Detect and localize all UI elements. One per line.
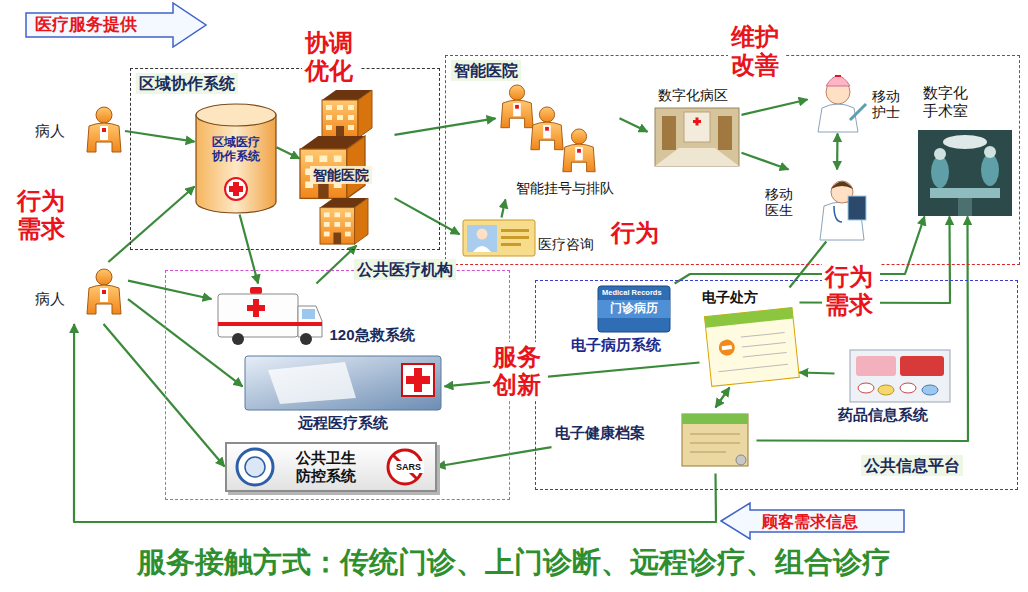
connector-arrow — [675, 217, 925, 284]
region-box: 公共信息平台 电子病历系统 电子处方药品信息系统电子健康档案 — [535, 280, 1018, 490]
consult-card: 医疗咨询 — [460, 218, 600, 260]
telemedicine-panel: 远程医疗系统 — [243, 354, 445, 436]
node-text: 智能挂号与排队 — [516, 180, 614, 197]
node-text: 医疗咨询 — [538, 236, 594, 253]
connector-arrow — [128, 281, 212, 299]
ward-photo: 数字化病区 — [648, 86, 742, 170]
icon-text: 门诊病历 — [610, 302, 658, 316]
node-text: 远程医疗系统 — [243, 414, 443, 432]
connector-arrow — [742, 100, 808, 115]
node-text: 顾客需求信息 — [762, 512, 858, 531]
node-text: 120急救系统 — [330, 326, 415, 344]
icon-text: Medical Records — [602, 289, 662, 298]
ambulance-icon: 120急救系统 — [212, 284, 445, 346]
connector-arrow — [620, 118, 648, 131]
connector-arrow — [836, 134, 839, 170]
surgery-picture — [918, 130, 1012, 216]
node-text: 医疗服务提供 — [35, 15, 137, 35]
node-text: 智能医院 — [310, 166, 372, 185]
connector-arrow — [716, 388, 730, 408]
node-text: 病人 — [35, 122, 65, 140]
icon-text: SARS — [393, 461, 424, 473]
node-text: 移动 医生 — [765, 186, 797, 220]
connector-arrow — [108, 187, 194, 263]
region-box: 公共医疗机构120急救系统远程医疗系统公共卫生 防控系统 — [165, 270, 510, 500]
health-file-icon: 电子健康档案 — [552, 408, 757, 474]
annotation-text: 服务 创新 — [490, 342, 548, 399]
medicine-photo: 药品信息系统 — [835, 346, 960, 426]
connector-arrow — [742, 153, 789, 170]
ambulance-drawing — [218, 287, 322, 345]
connector-arrow — [104, 324, 225, 467]
connector-arrow — [395, 198, 460, 234]
node-text: 电子病历系统 — [571, 336, 661, 354]
connector-arrow — [445, 363, 700, 387]
node-text: 移动 护士 — [872, 88, 904, 122]
node-text: 病人 — [35, 290, 65, 308]
connector-arrow — [502, 200, 506, 218]
connector-arrow — [240, 215, 259, 284]
patient-icon — [87, 269, 121, 314]
patient-node: 病人 — [30, 262, 128, 324]
node-text: 区域协作系统 — [136, 73, 238, 94]
node-text: 公共信息平台 — [861, 455, 963, 476]
node-text: 电子健康档案 — [555, 424, 645, 442]
nurse-figure: 移动 护士 — [808, 66, 908, 134]
surgery-photo: 数字化 手术室 — [915, 82, 1015, 217]
hospital-buildings: 智能医院 — [300, 88, 395, 246]
prescription-picture — [704, 308, 799, 387]
database-cylinder: 区域医疗 协作系统 — [195, 103, 277, 215]
caption: 服务接触方式：传统门诊、上门诊断、远程诊疗、组合诊疗 — [0, 546, 1028, 579]
connector-arrow — [125, 131, 195, 142]
arrow-banner: 医疗服务提供 — [25, 2, 207, 48]
node-text: 公共卫生 防控系统 — [293, 449, 359, 485]
connector-arrow — [74, 324, 716, 522]
node-text: 电子处方 — [702, 289, 758, 306]
region-box: 区域协作系统区域医疗 协作系统智能医院 — [130, 68, 440, 250]
node-text: 数字化 手术室 — [923, 84, 975, 120]
records-picture — [598, 286, 670, 332]
node-text: 药品信息系统 — [838, 406, 928, 424]
connector-arrow — [277, 147, 300, 158]
telemedicine-picture — [245, 356, 441, 410]
node-text: 智能医院 — [451, 60, 521, 81]
patient-icon — [87, 107, 121, 152]
ward-picture — [655, 108, 739, 166]
annotation-text: 行为 需求 — [822, 262, 880, 319]
connector-arrow — [800, 373, 835, 374]
node-text: 区域医疗 协作系统 — [205, 135, 267, 164]
annotation-text: 行为 — [608, 218, 662, 248]
connector-arrow — [757, 217, 969, 442]
prescription-doc: 电子处方 — [700, 288, 800, 388]
node-text: 公共医疗机构 — [354, 259, 456, 280]
medicine-picture — [850, 350, 950, 402]
consult-card-picture — [463, 220, 535, 256]
staff-figure-group: 智能挂号与排队 — [496, 84, 620, 200]
health-file-picture — [682, 414, 748, 466]
node-text: 数字化病区 — [658, 87, 728, 104]
region-box: 智能医院智能挂号与排队医疗咨询 数字化病区 移动 护士移动 医生 数字化 手术室 — [445, 55, 1020, 265]
annotation-text: 行为 需求 — [14, 186, 72, 243]
annotation-text: 维护 改善 — [728, 22, 786, 79]
doctor-figure: 移动 医生 — [762, 170, 870, 242]
connector-arrow — [316, 246, 356, 284]
building-icons — [300, 90, 372, 244]
nurse-picture — [818, 75, 866, 132]
arrow-banner: 顾客需求信息 — [720, 502, 905, 540]
patient-node: 病人 — [30, 100, 125, 162]
staff-icons — [501, 85, 595, 172]
doctor-picture — [820, 181, 866, 240]
annotation-text: 协调 优化 — [302, 28, 360, 85]
